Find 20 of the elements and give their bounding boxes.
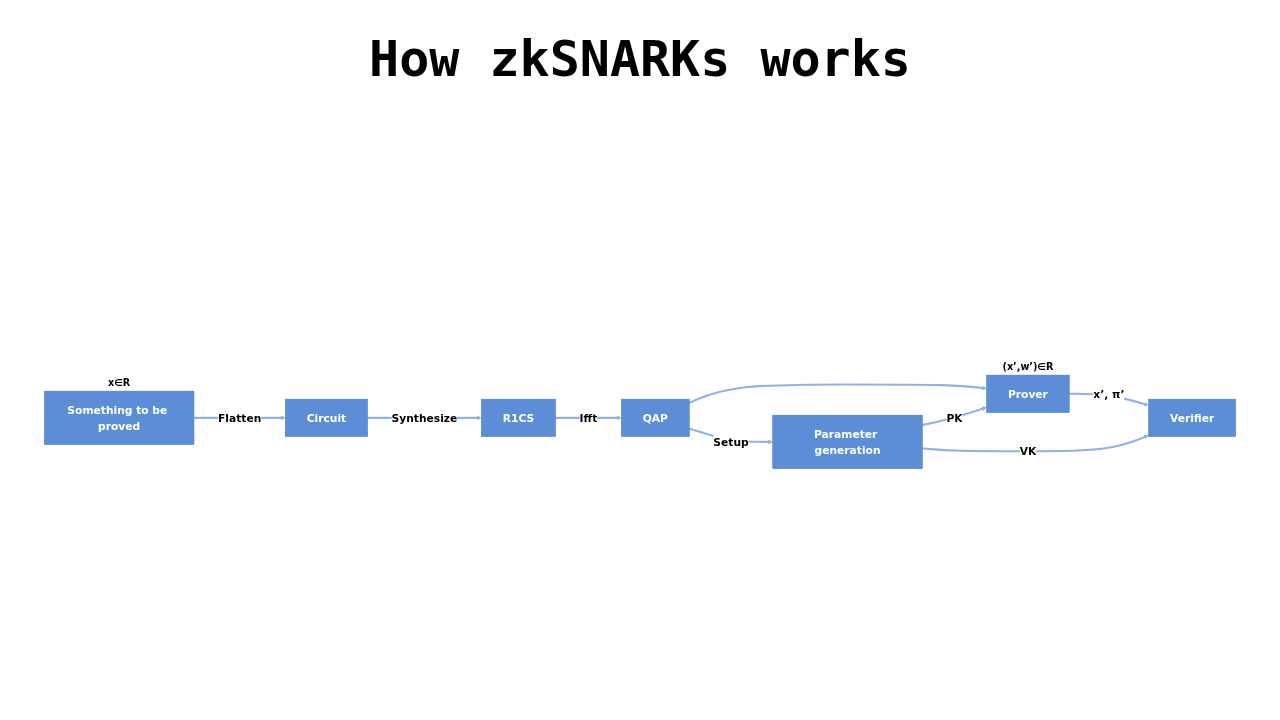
node-box: Circuit: [285, 398, 368, 437]
node-box: Verifier: [1148, 398, 1236, 437]
node-caption: (x’,w’)∈R: [1002, 360, 1054, 372]
title: How zkSNARKs works: [369, 30, 911, 88]
node-caption: x∈R: [108, 376, 131, 388]
edge-label: Setup: [713, 435, 749, 448]
arrow: [922, 405, 987, 426]
node-box: Parameter generation: [772, 414, 923, 469]
edge-label: PK: [946, 410, 963, 424]
edge-label: Flatten: [218, 410, 262, 424]
node-box: R1CS: [481, 398, 556, 437]
arrow: [688, 382, 987, 404]
node-box: QAP: [621, 398, 690, 437]
node-box: Something to be proved: [44, 390, 195, 445]
edge-label: Ifft: [579, 410, 598, 424]
node-box: Prover: [986, 374, 1070, 413]
arrow: [922, 434, 1149, 452]
edge-label: x’, π’: [1093, 386, 1125, 400]
edge-label: VK: [1019, 444, 1037, 458]
edge-label: Synthesize: [391, 410, 458, 424]
